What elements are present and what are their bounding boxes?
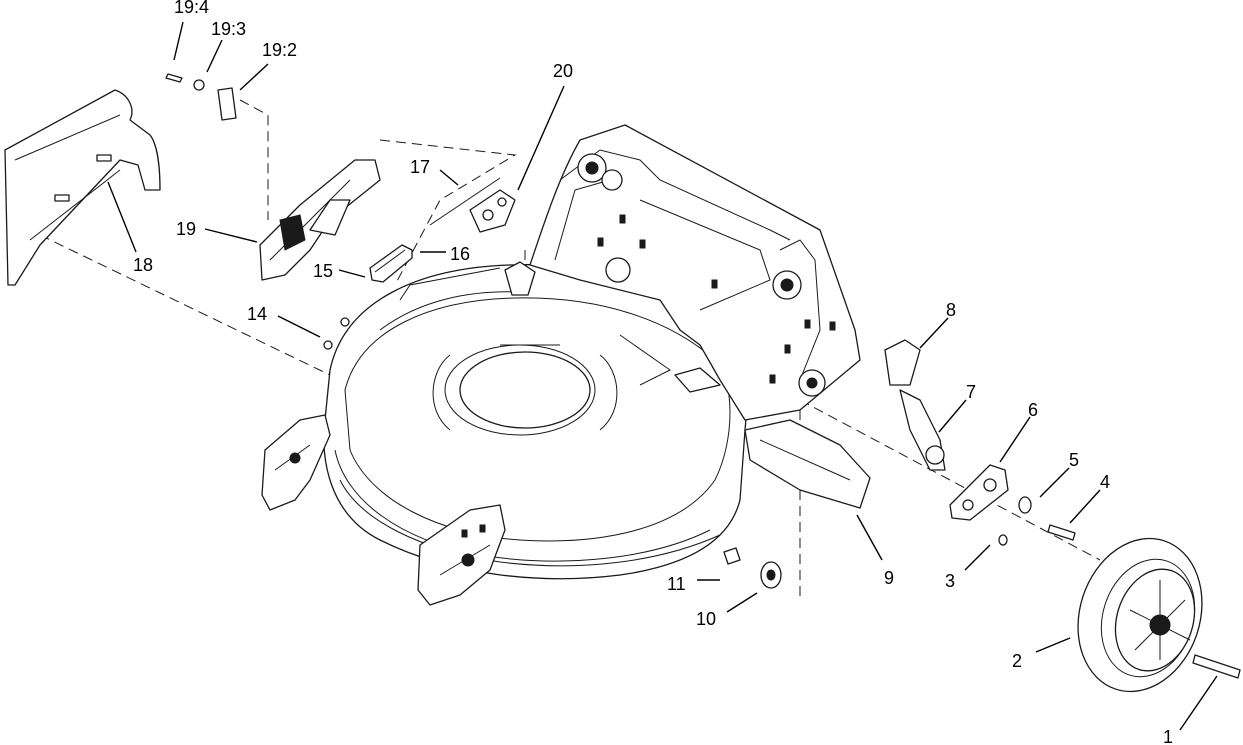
callout-19: 19 — [176, 219, 196, 239]
callout-5: 5 — [1069, 450, 1079, 470]
callout-9: 9 — [884, 568, 894, 588]
callout-10: 10 — [696, 609, 716, 629]
small-fasteners-19 — [165, 73, 237, 121]
callout-labels: 19:4 19:3 19:2 20 17 19 18 16 15 14 8 7 … — [133, 0, 1173, 745]
callout-20: 20 — [553, 61, 573, 81]
height-adjuster — [884, 339, 1076, 546]
mower-deck — [323, 264, 748, 580]
callout-14: 14 — [247, 304, 267, 324]
callout-11: 11 — [667, 574, 686, 594]
front-brackets — [261, 414, 506, 606]
callout-4: 4 — [1100, 472, 1110, 492]
callout-15: 15 — [313, 261, 333, 281]
callout-1: 1 — [1163, 727, 1173, 745]
callout-2: 2 — [1012, 651, 1022, 671]
callout-16: 16 — [450, 244, 470, 264]
rod-and-plates — [323, 177, 516, 350]
callout-3: 3 — [945, 571, 955, 591]
rear-flap-part-18 — [4, 89, 161, 286]
handle-lever-part-19 — [259, 159, 381, 281]
rear-housing — [504, 124, 861, 421]
callout-19-2: 19:2 — [262, 40, 297, 60]
chute-part-9 — [744, 419, 871, 509]
callout-19-4: 19:4 — [174, 0, 209, 17]
callout-18: 18 — [133, 255, 153, 275]
callout-8: 8 — [946, 300, 956, 320]
callout-6: 6 — [1028, 400, 1038, 420]
callout-17: 17 — [410, 157, 430, 177]
callout-19-3: 19:3 — [211, 19, 246, 39]
leader-lines — [107, 21, 1218, 731]
wheel-part-2 — [1077, 537, 1241, 693]
wheel-spacers — [723, 547, 782, 589]
callout-7: 7 — [966, 382, 976, 402]
